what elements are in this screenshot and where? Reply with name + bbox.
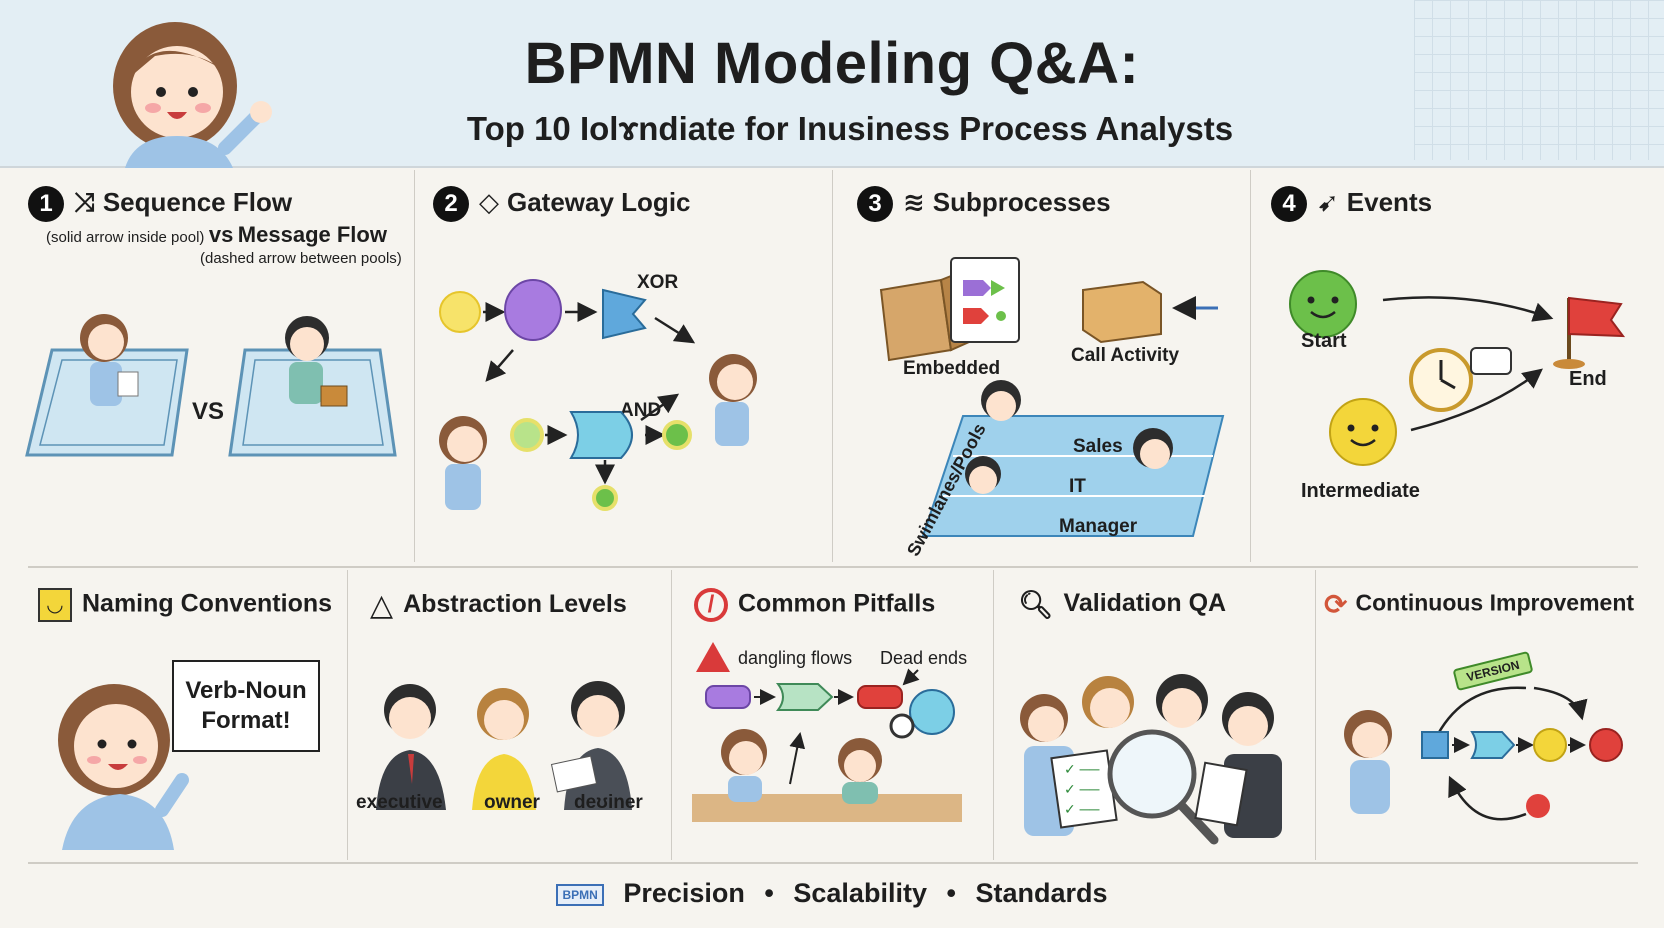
panel-title-text: Subprocesses	[932, 186, 1111, 217]
panel-title-naming-conventions: ◡ Naming Conventions	[38, 588, 332, 622]
panel-title-common-pitfalls: / Common Pitfalls	[694, 588, 935, 622]
panel-sequence-flow: 1 ⤨Sequence Flow (solid arrow inside pool…	[0, 170, 415, 562]
panel-title-validation-qa: 🔍︎ Validation QA	[1018, 588, 1226, 621]
panel-title-continuous-improvement: ⟳ Continuous Improvement	[1324, 588, 1634, 621]
panel-gateway-logic: 2 ◇ Gateway Logic XOR AND	[415, 170, 833, 562]
event-path-icon: ➹	[1317, 186, 1339, 217]
role-label-designer: deʊiner	[574, 792, 643, 813]
naming-girl-illustration	[58, 684, 189, 850]
bpmn-logo-icon: BPMN	[556, 883, 604, 906]
dead-ends-label: Dead ends	[880, 648, 968, 668]
footer: BPMN Precision • Scalability • Standards	[0, 878, 1664, 909]
verb-noun-sign: Verb-Noun Format!	[172, 660, 320, 752]
page-title: BPMN Modeling Q&A:	[524, 31, 1140, 96]
pool-right-illustration	[228, 316, 397, 457]
sign-line-2: Format!	[201, 707, 291, 734]
panel-validation-qa: 🔍︎ Validation QA ✓ ── ✓ ── ✓ ──	[994, 570, 1316, 860]
svg-text:✓ ──: ✓ ──	[1064, 781, 1100, 797]
prohibited-icon: /	[694, 588, 728, 622]
sequence-flow-note: (solid arrow inside pool)	[46, 229, 205, 246]
page-subtitle: Top 10 Iolɤndiate for Inusiness Process …	[466, 110, 1234, 147]
panel-title-events: 4 ➹Events	[1271, 186, 1432, 222]
panel-events: 4 ➹Events Start End Intermediate	[1251, 170, 1664, 562]
call-activity-box-illustration	[1082, 280, 1218, 344]
header-grid-decoration	[1414, 0, 1664, 160]
panel-title-text: Gateway Logic	[507, 186, 691, 217]
swimlane-pool-illustration	[921, 380, 1225, 537]
vs-inline: vs	[208, 222, 234, 247]
role-label-executive: executive	[356, 792, 443, 813]
start-event-label: Start	[1301, 330, 1347, 352]
intermediate-event-label: Intermediate	[1301, 480, 1420, 502]
footer-item-scalability: Scalability	[793, 878, 927, 908]
pyramid-icon: △	[370, 589, 394, 622]
cycle-arrows-icon: ⟳	[1324, 589, 1348, 620]
step-number-badge: 3	[857, 186, 893, 222]
pitfalls-illustration	[692, 668, 962, 822]
sign-line-1: Verb-Noun	[185, 677, 307, 704]
panel-abstraction-levels: △ Abstraction Levels executive owner deʊi…	[348, 570, 672, 860]
improvement-cycle-illustration	[1344, 686, 1623, 821]
gateway-diamond-icon: ◇	[479, 186, 499, 217]
footer-separator: •	[946, 878, 956, 908]
presenter-girl-illustration	[113, 22, 272, 168]
call-activity-label: Call Activity	[1071, 345, 1180, 366]
footer-separator: •	[764, 878, 774, 908]
svg-text:✓ ──: ✓ ──	[1064, 801, 1100, 817]
role-label-owner: owner	[484, 792, 540, 813]
and-label: AND	[620, 400, 662, 421]
row-divider	[28, 566, 1638, 568]
message-flow-title: Message Flow	[237, 222, 387, 247]
panel-title-text: Events	[1346, 186, 1433, 217]
panel-title-text: Sequence Flow	[102, 186, 293, 217]
embedded-label: Embedded	[903, 358, 1001, 379]
smiley-card-icon: ◡	[38, 588, 72, 622]
stack-icon: ≋	[903, 186, 925, 217]
magnifier-icon: 🔍︎	[1018, 589, 1054, 620]
footer-item-precision: Precision	[623, 878, 745, 908]
validation-team-illustration: ✓ ── ✓ ── ✓ ──	[1020, 674, 1282, 845]
flow-comparison-caption: (solid arrow inside pool) vs Message Flo…	[46, 222, 387, 248]
panel-continuous-improvement: ⟳Continuous Improvement VERSION	[1316, 570, 1664, 860]
end-event-label: End	[1569, 368, 1607, 390]
message-flow-note: (dashed arrow between pools)	[200, 250, 402, 267]
lane-sales-label: Sales	[1073, 436, 1123, 457]
lane-it-label: IT	[1069, 476, 1086, 497]
panel-title-text: Continuous Improvement	[1355, 589, 1635, 616]
xor-label: XOR	[637, 272, 679, 293]
svg-text:✓ ──: ✓ ──	[1064, 761, 1100, 777]
panel-title-text: Naming Conventions	[82, 589, 333, 618]
footer-item-standards: Standards	[975, 878, 1108, 908]
three-roles-illustration	[376, 681, 632, 810]
panel-title-subprocesses: 3 ≋Subprocesses	[857, 186, 1111, 222]
warning-icon	[696, 642, 730, 672]
step-number-badge: 4	[1271, 186, 1307, 222]
step-number-badge: 2	[433, 186, 469, 222]
gateway-flow-illustration	[439, 279, 757, 511]
pool-left-illustration	[25, 314, 189, 457]
lane-manager-label: Manager	[1059, 516, 1138, 537]
embedded-box-illustration	[879, 257, 1020, 362]
footer-divider	[28, 862, 1638, 864]
panel-common-pitfalls: / Common Pitfalls dangling flows Dead end…	[672, 570, 994, 860]
panel-title-text: Validation QA	[1063, 589, 1227, 618]
vs-label: VS	[192, 398, 225, 425]
dangling-flows-label: dangling flows	[738, 648, 853, 668]
panel-title-text: Abstraction Levels	[403, 590, 627, 619]
step-number-badge: 1	[28, 186, 64, 222]
panel-title-sequence-flow: 1 ⤨Sequence Flow	[28, 186, 292, 222]
header-banner: BPMN Modeling Q&A: Top 10 Iolɤndiate for…	[0, 0, 1664, 168]
panel-naming-conventions: ◡ Naming Conventions Verb-Noun Format!	[0, 570, 348, 860]
arrow-split-icon: ⤨	[74, 186, 95, 217]
panel-subprocesses: 3 ≋Subprocesses Embedded Call Activity Sa…	[833, 170, 1251, 562]
panel-title-gateway-logic: 2 ◇ Gateway Logic	[433, 186, 691, 222]
panel-title-text: Common Pitfalls	[738, 589, 936, 618]
events-flow-illustration	[1289, 270, 1626, 466]
panel-title-abstraction-levels: △ Abstraction Levels	[370, 588, 627, 623]
